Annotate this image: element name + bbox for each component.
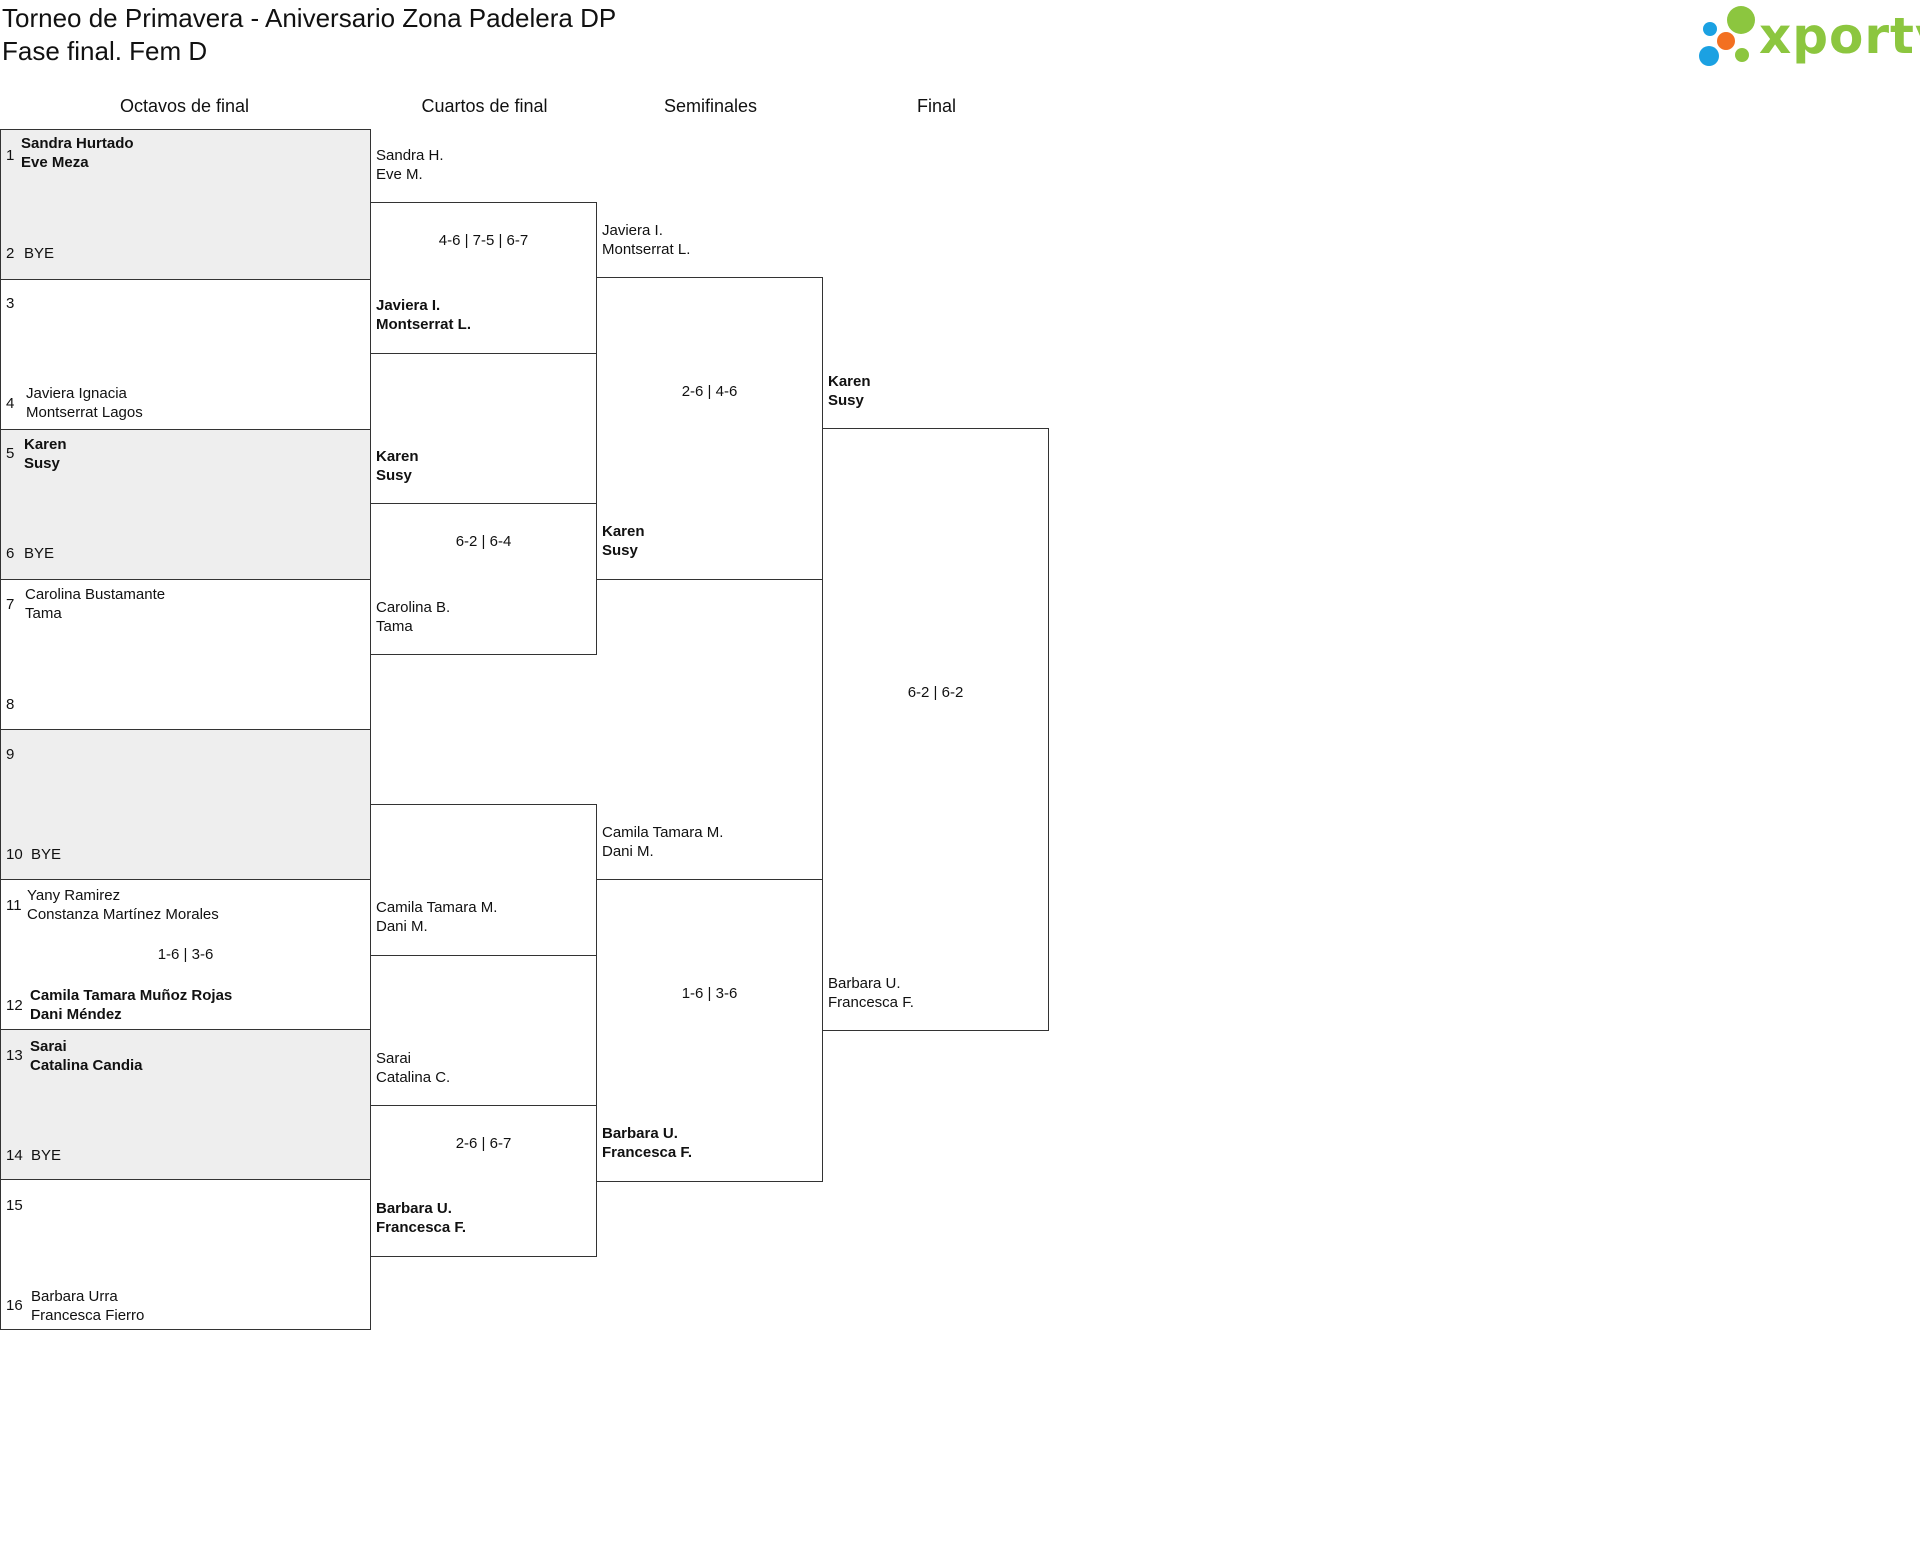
seed-number: 11 bbox=[6, 897, 22, 914]
player-name: Javiera Ignacia bbox=[26, 385, 127, 402]
r16-match-box bbox=[0, 729, 371, 880]
player-name: Karen bbox=[602, 523, 645, 540]
player-name: Tama bbox=[376, 618, 413, 635]
player-name: Tama bbox=[25, 605, 62, 622]
logo-dot-blue-large-icon bbox=[1699, 46, 1719, 66]
player-name: Camila Tamara M. bbox=[376, 899, 498, 916]
r16-match-box bbox=[0, 579, 371, 730]
player-name: Javiera I. bbox=[376, 297, 441, 314]
seed-number: 3 bbox=[6, 295, 15, 312]
player-name: Carolina Bustamante bbox=[25, 586, 166, 603]
match-score: 6-2 | 6-2 bbox=[907, 684, 964, 701]
player-name: Eve Meza bbox=[21, 154, 89, 171]
seed-number: 9 bbox=[6, 746, 15, 763]
player-name: Barbara U. bbox=[828, 975, 901, 992]
column-header-final: Final bbox=[916, 96, 956, 116]
bye-label: BYE bbox=[31, 1147, 62, 1164]
r16-match-box bbox=[0, 1179, 371, 1330]
player-name: Montserrat L. bbox=[602, 241, 691, 258]
player-name: Dani Méndez bbox=[30, 1006, 122, 1023]
player-name: Carolina B. bbox=[376, 599, 451, 616]
bye-label: BYE bbox=[24, 545, 55, 562]
seed-number: 15 bbox=[6, 1197, 23, 1214]
player-name: Barbara Urra bbox=[31, 1288, 118, 1305]
player-name: Yany Ramirez bbox=[27, 887, 121, 904]
player-name: Camila Tamara M. bbox=[602, 824, 724, 841]
match-score: 2-6 | 6-7 bbox=[455, 1135, 512, 1152]
player-name: Karen bbox=[24, 436, 67, 453]
player-name: Francesca F. bbox=[828, 994, 914, 1011]
logo-dot-green-icon bbox=[1727, 6, 1755, 34]
seed-number: 10 bbox=[6, 846, 23, 863]
player-name: Karen bbox=[828, 373, 871, 390]
r16-match-box bbox=[0, 129, 371, 280]
player-name: Catalina C. bbox=[376, 1069, 451, 1086]
player-name: Francesca F. bbox=[602, 1144, 693, 1161]
match-score: 4-6 | 7-5 | 6-7 bbox=[438, 232, 529, 249]
logo-dot-orange-icon bbox=[1717, 32, 1735, 50]
r16-match-box bbox=[0, 879, 371, 1030]
player-name: Constanza Martínez Morales bbox=[27, 906, 219, 923]
player-name: Barbara U. bbox=[602, 1125, 678, 1142]
qf-match-box bbox=[370, 1105, 597, 1257]
match-score: 2-6 | 4-6 bbox=[681, 383, 738, 400]
match-score: 6-2 | 6-4 bbox=[455, 533, 512, 550]
page-subtitle: Fase final. Fem D bbox=[2, 36, 208, 66]
seed-number: 1 bbox=[6, 147, 15, 164]
logo-text: xporty bbox=[1759, 7, 1920, 65]
seed-number: 5 bbox=[6, 445, 15, 462]
player-name: Camila Tamara Muñoz Rojas bbox=[30, 987, 233, 1004]
logo-dot-green-small-icon bbox=[1735, 48, 1749, 62]
player-name: Susy bbox=[24, 455, 60, 472]
page-title: Torneo de Primavera - Aniversario Zona P… bbox=[2, 3, 617, 33]
seed-number: 2 bbox=[6, 245, 15, 262]
bye-label: BYE bbox=[24, 245, 55, 262]
r16-match-box bbox=[0, 1029, 371, 1180]
player-name: Sandra Hurtado bbox=[21, 135, 134, 152]
player-name: Karen bbox=[376, 448, 419, 465]
seed-number: 16 bbox=[6, 1297, 23, 1314]
column-header-qf: Cuartos de final bbox=[421, 96, 548, 116]
seed-number: 7 bbox=[6, 596, 15, 613]
seed-number: 13 bbox=[6, 1047, 23, 1064]
final-match-box bbox=[822, 428, 1049, 1031]
player-name: Sarai bbox=[376, 1050, 412, 1067]
player-name: Francesca F. bbox=[376, 1219, 467, 1236]
player-name: Francesca Fierro bbox=[31, 1307, 145, 1324]
seed-number: 8 bbox=[6, 696, 15, 713]
player-name: Eve M. bbox=[376, 166, 423, 183]
seed-number: 6 bbox=[6, 545, 15, 562]
xporty-logo[interactable]: xporty bbox=[1695, 2, 1920, 68]
match-score: 1-6 | 3-6 bbox=[681, 985, 738, 1002]
player-name: Javiera I. bbox=[602, 222, 663, 239]
logo-dot-blue-icon bbox=[1703, 22, 1717, 36]
player-name: Montserrat L. bbox=[376, 316, 472, 333]
player-name: Sandra H. bbox=[376, 147, 444, 164]
player-name: Dani M. bbox=[602, 843, 654, 860]
match-score: 1-6 | 3-6 bbox=[157, 946, 214, 963]
player-name: Montserrat Lagos bbox=[26, 404, 143, 421]
player-name: Dani M. bbox=[376, 918, 428, 935]
player-name: Susy bbox=[602, 542, 638, 559]
column-header-sf: Semifinales bbox=[663, 96, 758, 116]
sf-match-box bbox=[596, 277, 823, 580]
column-header-r16: Octavos de final bbox=[119, 96, 250, 116]
player-name: Susy bbox=[828, 392, 864, 409]
qf-match-box bbox=[370, 202, 597, 354]
sf-match-box bbox=[596, 879, 823, 1182]
player-name: Catalina Candia bbox=[30, 1057, 143, 1074]
player-name: Susy bbox=[376, 467, 412, 484]
seed-number: 12 bbox=[6, 997, 23, 1014]
bye-label: BYE bbox=[31, 846, 62, 863]
qf-match-box bbox=[370, 503, 597, 655]
player-name: Barbara U. bbox=[376, 1200, 452, 1217]
seed-number: 14 bbox=[6, 1147, 23, 1164]
seed-number: 4 bbox=[6, 395, 15, 412]
r16-match-box bbox=[0, 279, 371, 430]
player-name: Sarai bbox=[30, 1038, 67, 1055]
